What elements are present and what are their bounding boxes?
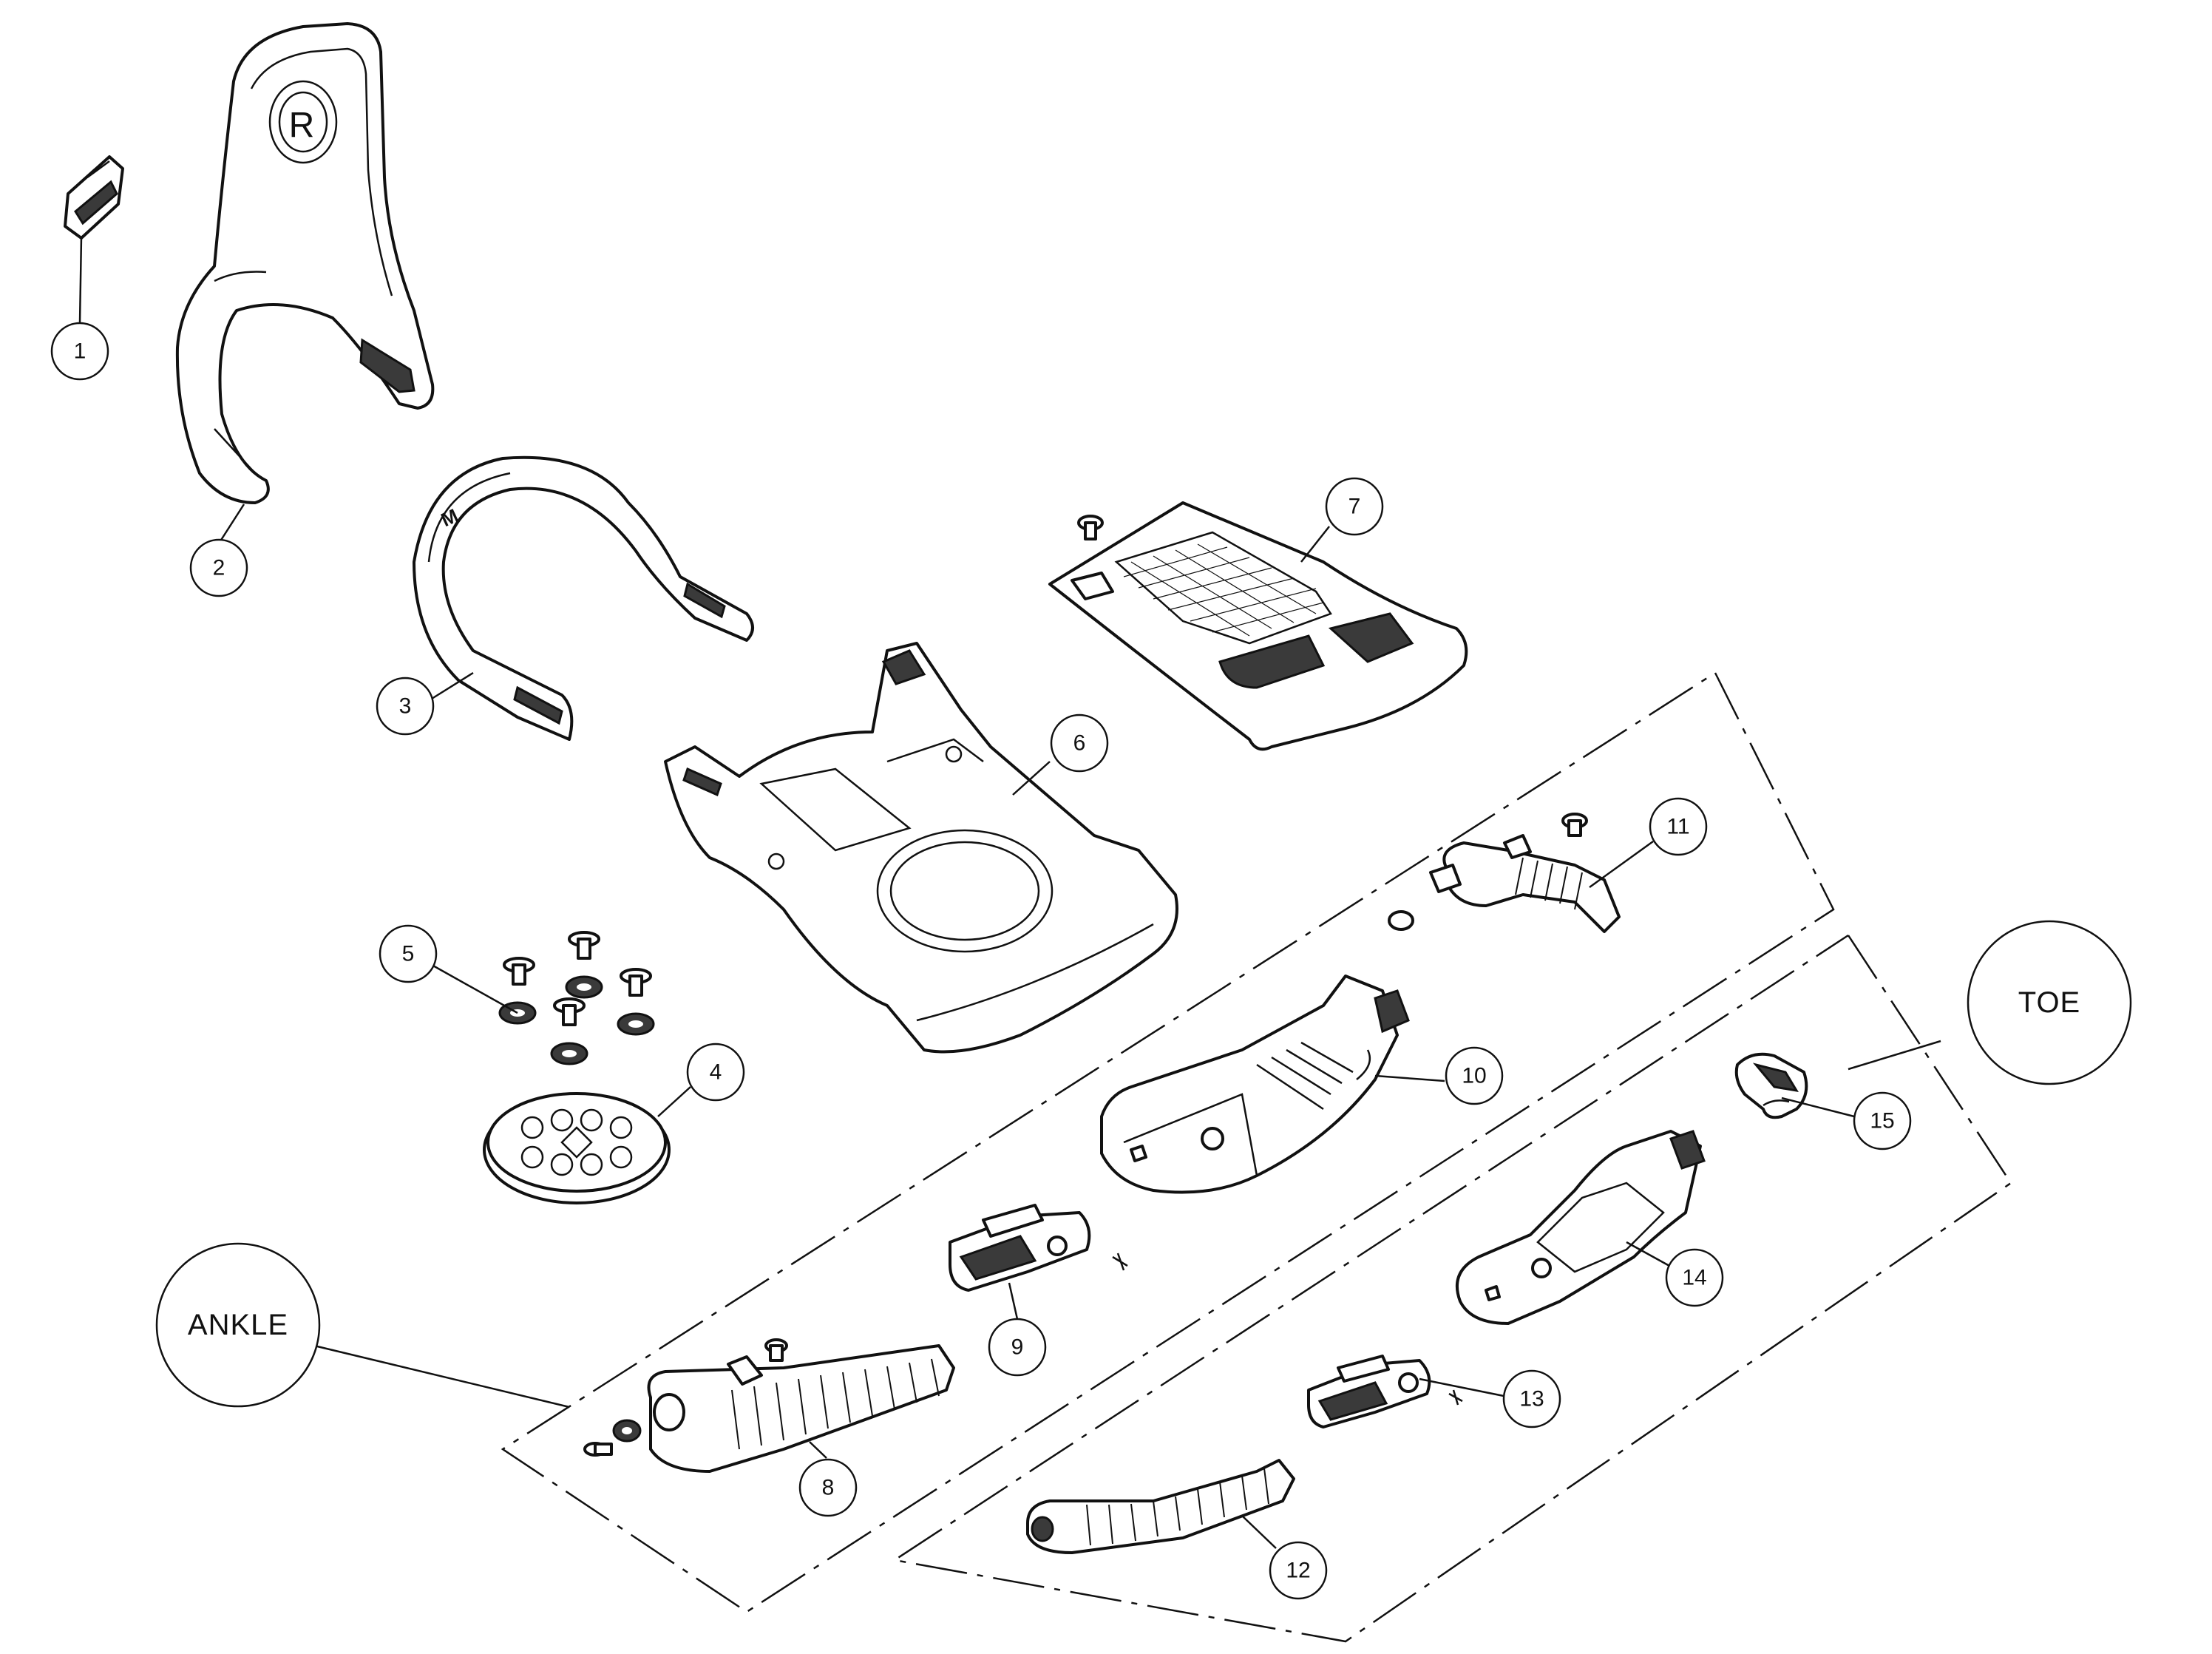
callout-11: 11	[1649, 797, 1708, 856]
callout-12: 12	[1269, 1541, 1328, 1600]
svg-text:9: 9	[1011, 1335, 1024, 1360]
svg-text:14: 14	[1682, 1266, 1706, 1290]
part-1-tool	[64, 155, 124, 240]
svg-text:12: 12	[1286, 1559, 1310, 1583]
svg-text:1: 1	[74, 339, 86, 364]
callout-7: 7	[1325, 477, 1384, 536]
callout-3: 3	[376, 677, 435, 736]
group-label-ankle: ANKLE	[155, 1242, 321, 1408]
part-15-toe-clip	[1734, 1052, 1808, 1119]
part-2-highback	[175, 22, 435, 504]
svg-text:8: 8	[822, 1476, 835, 1500]
part-9-ankle-buckle	[949, 1204, 1128, 1292]
svg-text:7: 7	[1348, 495, 1361, 519]
callout-4: 4	[686, 1043, 745, 1102]
callout-9: 9	[988, 1318, 1047, 1377]
part-8-ankle-ladder	[583, 1338, 955, 1473]
callout-10: 10	[1445, 1046, 1504, 1105]
svg-text:4: 4	[710, 1060, 722, 1085]
callout-1: 1	[50, 322, 109, 381]
group-label-toe: TOE	[1967, 920, 2132, 1085]
leader-lines	[78, 236, 1941, 1549]
part-7-footbed	[1048, 501, 1468, 751]
part-6-baseplate	[664, 642, 1178, 1054]
part-12-toe-ladder	[1026, 1459, 1295, 1554]
svg-text:3: 3	[399, 694, 412, 719]
svg-text:ANKLE: ANKLE	[188, 1309, 288, 1341]
svg-text:TOE: TOE	[2018, 986, 2081, 1019]
part-13-toe-buckle	[1307, 1355, 1463, 1428]
toe-group-boundary	[892, 934, 2012, 1643]
svg-text:5: 5	[402, 942, 415, 966]
svg-text:10: 10	[1462, 1064, 1486, 1088]
callout-14: 14	[1665, 1248, 1724, 1307]
part-5-hardware	[498, 931, 655, 1065]
part-10-ankle-strap	[1100, 975, 1410, 1194]
ankle-group-boundary	[501, 671, 1835, 1613]
callout-6: 6	[1050, 714, 1109, 773]
callout-15: 15	[1853, 1091, 1912, 1150]
brand-mark: R	[289, 106, 315, 146]
part-14-toe-cap	[1456, 1130, 1706, 1325]
svg-text:15: 15	[1870, 1109, 1894, 1133]
svg-text:13: 13	[1519, 1387, 1544, 1411]
callout-13: 13	[1502, 1369, 1561, 1428]
svg-text:6: 6	[1073, 731, 1086, 756]
callout-2: 2	[189, 538, 248, 597]
svg-text:11: 11	[1666, 815, 1689, 839]
callout-8: 8	[798, 1458, 858, 1517]
callout-5: 5	[379, 924, 438, 983]
part-11-toe-connector	[1388, 813, 1621, 933]
svg-text:2: 2	[213, 556, 225, 580]
part-4-disc	[483, 1092, 671, 1204]
part-3-ankle-pad	[413, 455, 754, 741]
